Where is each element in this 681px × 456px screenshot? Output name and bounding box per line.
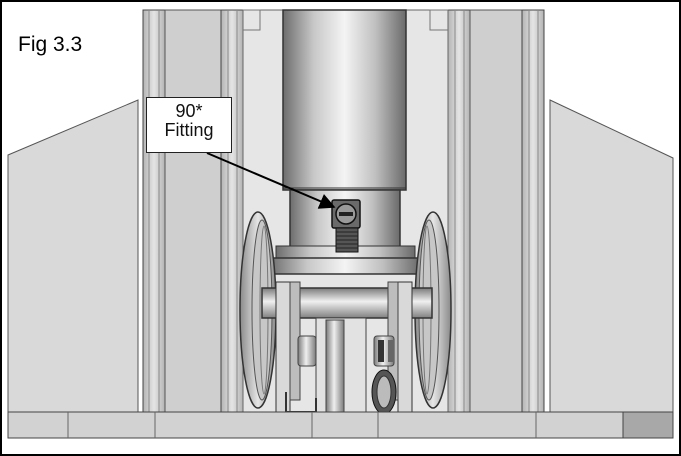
right-channel — [469, 9, 523, 413]
cylinder-flange — [269, 257, 421, 275]
callout-arrow — [206, 152, 336, 209]
figure-label: Fig 3.3 — [18, 33, 83, 56]
hydraulic-cylinder — [282, 9, 407, 191]
left-outer-post — [142, 9, 166, 413]
base-plate — [7, 411, 674, 439]
callout-line-1: 90* — [175, 101, 203, 121]
left-channel — [164, 9, 222, 413]
left-wing-plate — [7, 99, 139, 413]
fitting-90 — [331, 199, 361, 253]
right-outer-post — [521, 9, 545, 413]
lower-pulley — [371, 369, 397, 415]
piston-rod — [325, 319, 345, 413]
fitting-callout: 90* Fitting — [146, 97, 232, 153]
left-inner-post — [220, 9, 244, 413]
callout-line-2: Fitting — [164, 119, 214, 140]
clevis-yoke — [275, 281, 413, 413]
right-inner-post — [447, 9, 471, 413]
